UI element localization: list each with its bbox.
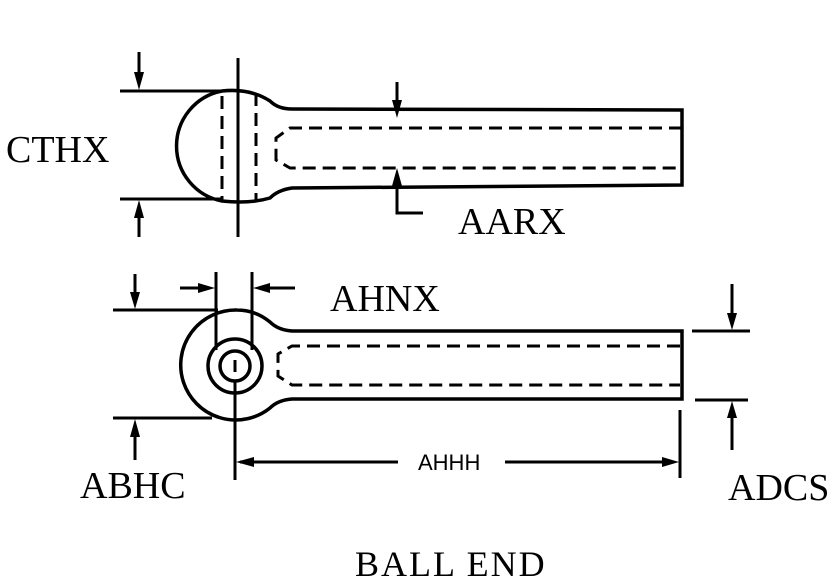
aarx-leader <box>395 186 423 215</box>
abhc-label: ABHC <box>80 465 186 507</box>
aarx-label: AARX <box>458 201 566 243</box>
cthx-label: CTHX <box>6 129 109 171</box>
cthx-arrow-bottom <box>134 200 144 218</box>
adcs-arrow-bottom <box>727 401 737 418</box>
ahhh-arrow-left <box>236 457 254 467</box>
side-view-outline <box>174 88 684 204</box>
ahhh-label: AHHH <box>418 450 480 475</box>
drawing-title: BALL END <box>355 544 547 583</box>
cthx-arrow-top <box>134 72 144 90</box>
top-view-outline <box>179 308 684 422</box>
ahhh-arrow-right <box>662 457 679 467</box>
abhc-arrow-bottom <box>130 419 140 437</box>
ahnx-label: AHNX <box>330 278 440 320</box>
top-view: AHNX ABHC AHHH ADCS <box>80 272 829 509</box>
side-view: CTHX AARX <box>6 52 684 243</box>
ahnx-arrow-right <box>253 283 270 293</box>
abhc-arrow-top <box>130 292 140 309</box>
top-hidden-bore <box>276 344 680 387</box>
hidden-bore <box>274 126 682 170</box>
adcs-arrow-top <box>727 313 737 330</box>
aarx-arrow-top <box>392 100 402 118</box>
ahnx-arrow-left <box>198 283 215 293</box>
aarx-arrow-bottom <box>392 168 402 186</box>
adcs-label: ADCS <box>728 467 829 509</box>
